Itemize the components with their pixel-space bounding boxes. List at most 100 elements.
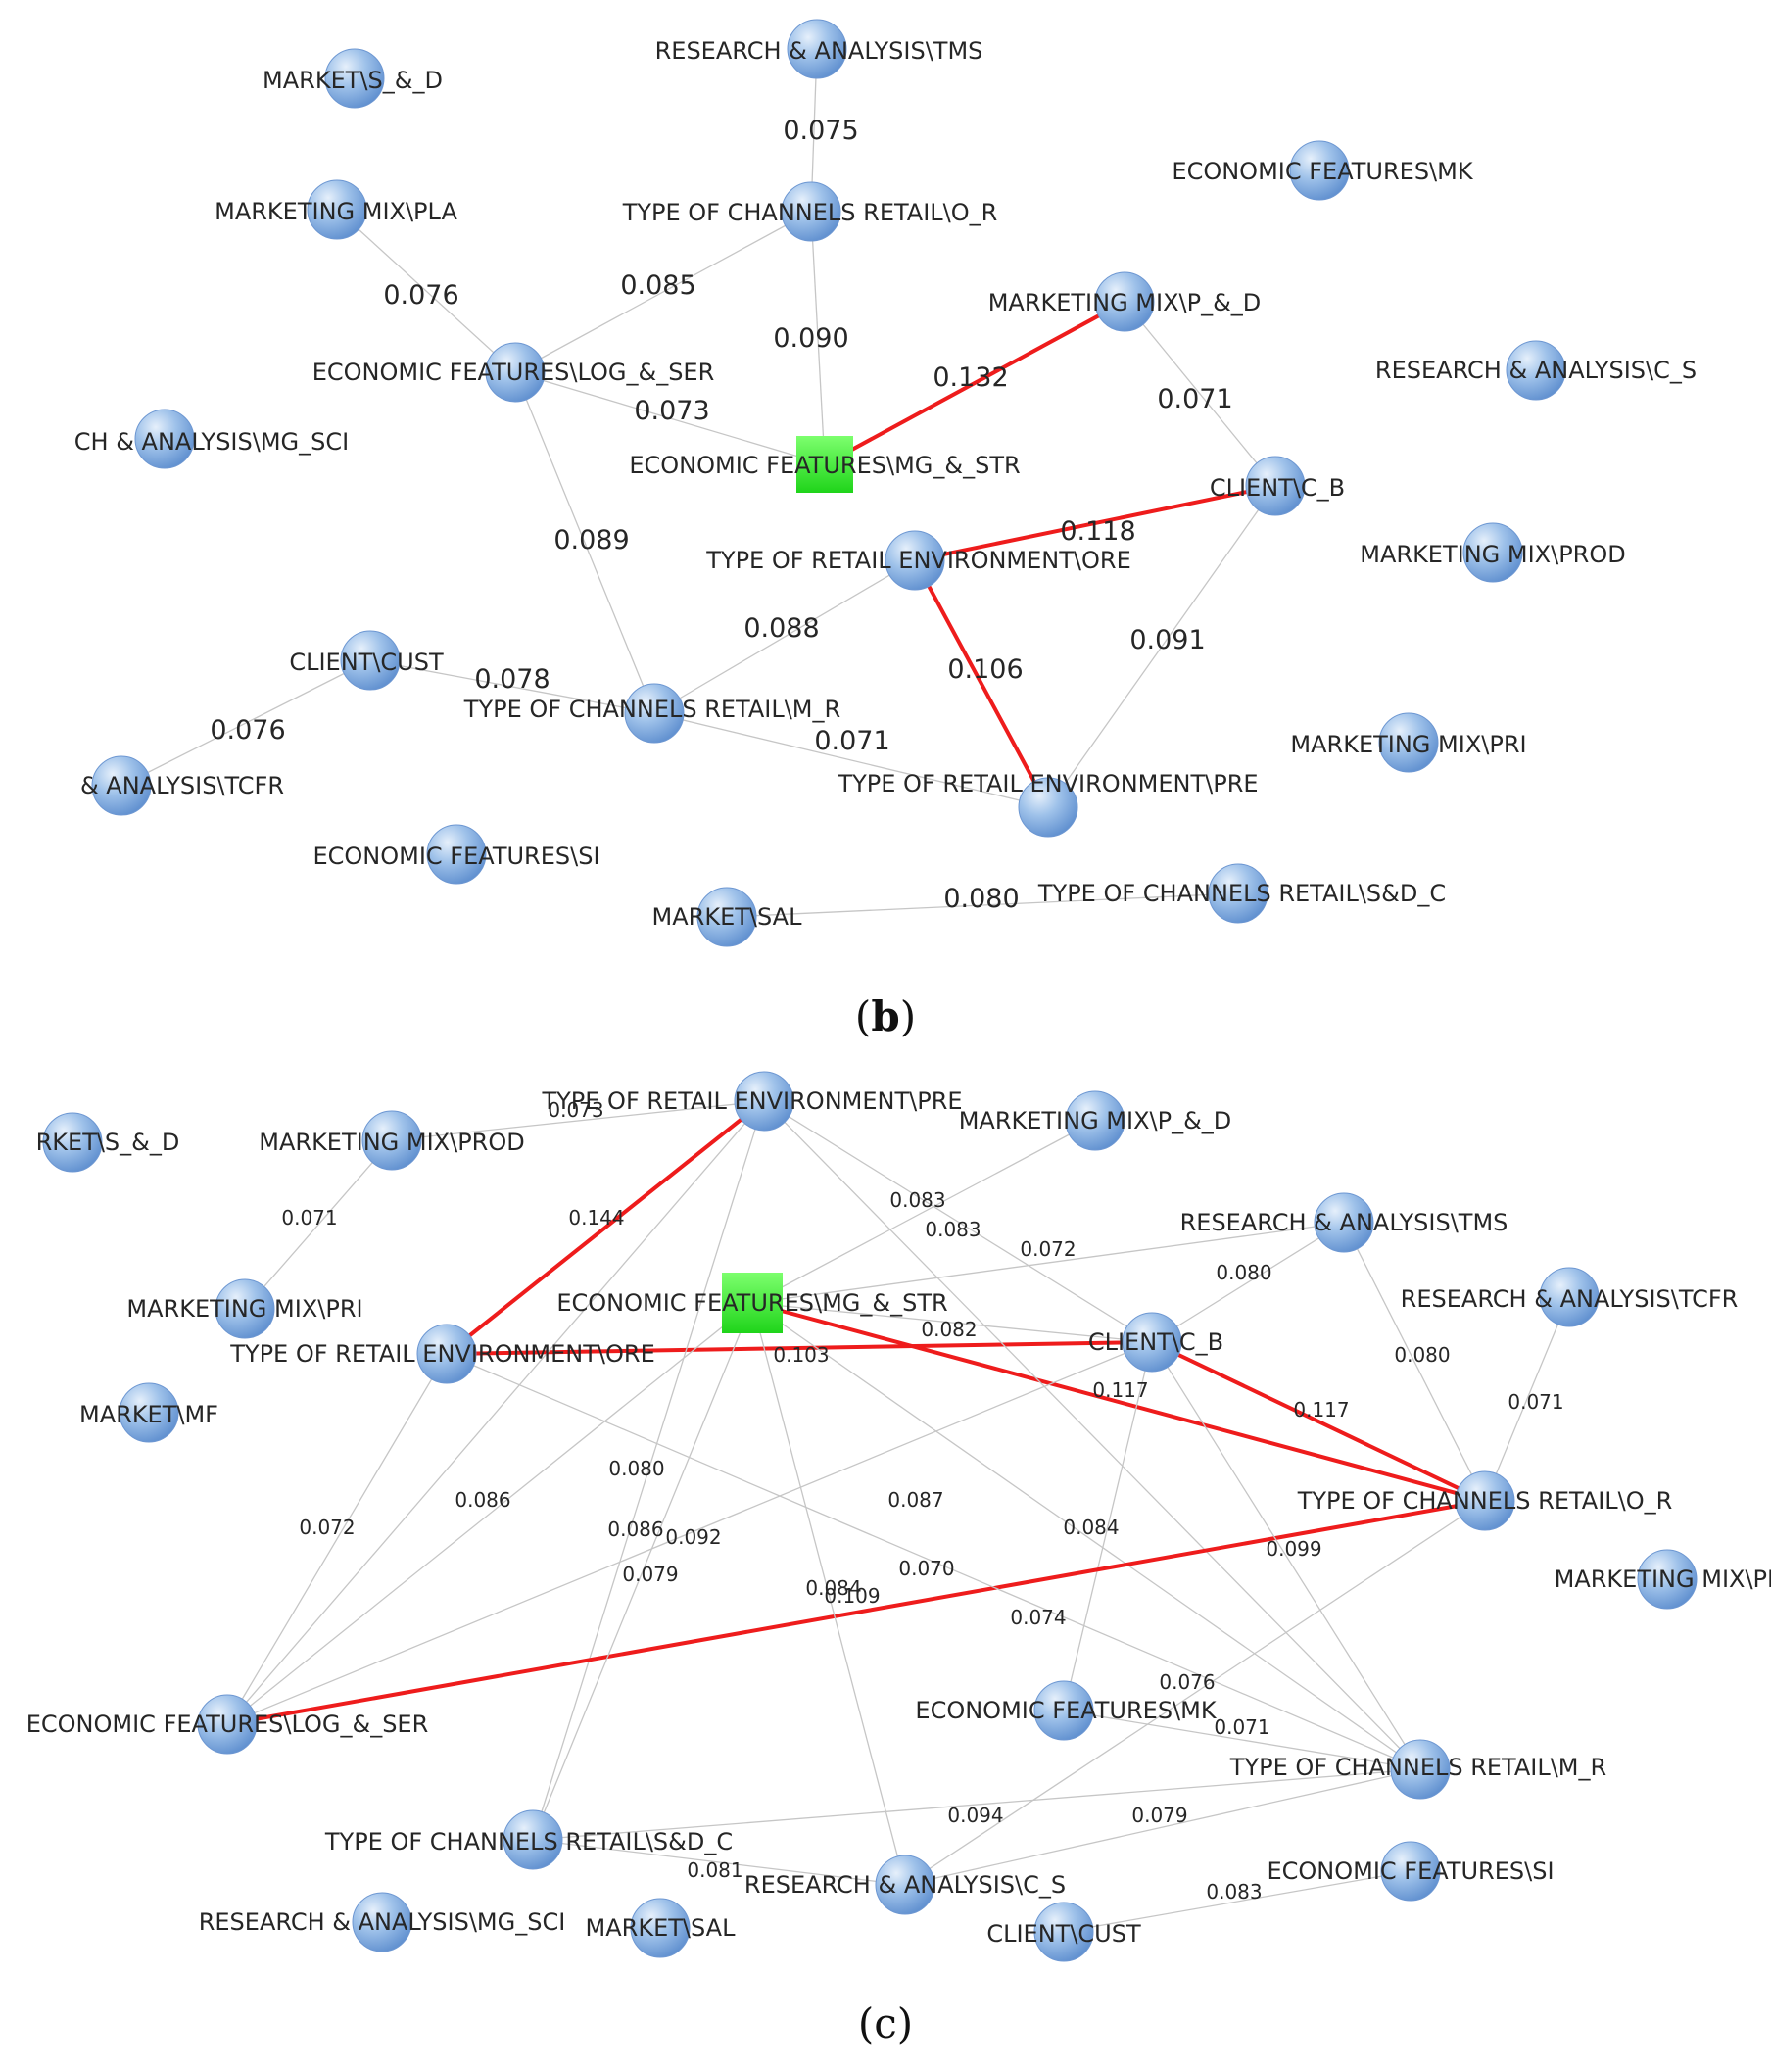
edge-weight-label: 0.084 <box>1063 1516 1119 1539</box>
node-circle-b14 <box>340 630 401 691</box>
edge-b4-b7 <box>336 209 516 373</box>
node-circle-b15 <box>624 683 685 744</box>
edge-weight-label: 0.083 <box>925 1218 981 1241</box>
edge-weight-label: 0.099 <box>1266 1537 1321 1561</box>
node-label-c10: CLIENT\C_B <box>1088 1328 1223 1356</box>
node-label-c12: TYPE OF CHANNELS RETAIL\O_R <box>1297 1487 1673 1515</box>
edge-weight-label: 0.117 <box>1293 1398 1349 1421</box>
node-label-b11: CLIENT\C_B <box>1210 474 1345 502</box>
node-circle-b16 <box>91 755 152 816</box>
edge-weight-label: 0.071 <box>1157 384 1232 414</box>
node-label-c17: TYPE OF CHANNELS RETAIL\S&D_C <box>324 1828 733 1855</box>
node-circle-b17 <box>1018 777 1078 838</box>
node-circle-c17 <box>503 1809 563 1870</box>
edge-weight-label: 0.117 <box>1092 1378 1148 1402</box>
node-circle-b11 <box>1245 456 1306 516</box>
node-label-b13: MARKETING MIX\PROD <box>1360 541 1625 568</box>
edge-b20-b21 <box>726 892 1239 918</box>
edge-c3-c10 <box>763 1100 1153 1343</box>
edge-c2-c6 <box>244 1139 393 1310</box>
node-label-c7: ECONOMIC FEATURES\MG_&_STR <box>556 1289 947 1317</box>
node-label-c21: MARKET\SAL <box>586 1914 737 1942</box>
edge-weight-label: 0.086 <box>607 1518 663 1541</box>
edge-weight-label: 0.092 <box>665 1525 721 1549</box>
node-circle-b12 <box>885 530 945 591</box>
edge-b7-b15 <box>514 371 655 714</box>
edge-b7-b10 <box>514 371 826 465</box>
node-label-c18: ECONOMIC FEATURES\SI <box>1267 1857 1554 1885</box>
edge-c7-c17 <box>532 1302 753 1841</box>
edge-weight-label: 0.083 <box>1206 1880 1262 1903</box>
node-label-b12: TYPE OF RETAIL ENVIRONMENT\ORE <box>705 547 1130 574</box>
edge-weight-label: 0.071 <box>1508 1390 1563 1414</box>
node-label-b9: CH & ANALYSIS\MG_SCI <box>74 428 349 456</box>
node-circle-b6 <box>1094 271 1155 332</box>
edge-weight-label: 0.089 <box>553 525 629 555</box>
node-circle-c22 <box>1033 1902 1094 1962</box>
edge-layer-c <box>226 1099 1570 1933</box>
node-label-b6: MARKETING MIX\P_&_D <box>988 289 1262 316</box>
edge-c8-c12 <box>1484 1296 1570 1502</box>
node-label-b10: ECONOMIC FEATURES\MG_&_STR <box>629 452 1020 479</box>
node-label-b1: MARKET\S_&_D <box>263 67 443 94</box>
edge-b14-b15 <box>369 659 655 714</box>
node-circle-c18 <box>1380 1841 1441 1902</box>
edge-weight-label: 0.088 <box>743 613 819 644</box>
node-label-b15: TYPE OF CHANNELS RETAIL\M_R <box>463 696 840 723</box>
node-label-c20: RESEARCH & ANALYSIS\MG_SCI <box>199 1908 566 1936</box>
node-circle-c6 <box>215 1278 275 1339</box>
node-label-c15: ECONOMIC FEATURES\MK <box>915 1697 1217 1724</box>
edge-weight-label: 0.070 <box>898 1557 954 1580</box>
node-layer-b <box>91 19 1566 947</box>
edge-c7-c12 <box>751 1301 1486 1503</box>
edge-weight-label: 0.071 <box>814 726 889 756</box>
node-label-b20: MARKET\SAL <box>652 903 803 931</box>
edge-weight-label: 0.085 <box>620 270 695 301</box>
edge-b15-b12 <box>653 559 916 714</box>
edge-weight-label: 0.083 <box>889 1188 945 1212</box>
edge-c17-c16 <box>532 1768 1421 1841</box>
node-circle-b18 <box>1378 712 1439 773</box>
node-label-c14: ECONOMIC FEATURES\LOG_&_SER <box>26 1711 429 1738</box>
edge-b12-b17 <box>913 559 1050 808</box>
edge-c7-c16 <box>751 1302 1421 1770</box>
edge-b15-b17 <box>653 712 1049 808</box>
node-circle-c14 <box>197 1694 258 1755</box>
edge-c22-c18 <box>1063 1870 1412 1933</box>
edge-weight-label: 0.144 <box>568 1206 624 1229</box>
edge-c19-c16 <box>904 1768 1421 1886</box>
node-circle-c10 <box>1122 1312 1182 1373</box>
node-label-c19: RESEARCH & ANALYSIS\C_S <box>744 1871 1066 1899</box>
node-label-b16: & ANALYSIS\TCFR <box>80 772 284 799</box>
edge-weight-label: 0.103 <box>773 1343 829 1367</box>
edge-weight-label: 0.080 <box>1216 1261 1271 1284</box>
node-circle-c20 <box>352 1892 412 1952</box>
node-label-c2: MARKETING MIX\PROD <box>259 1129 524 1156</box>
edge-weight-label: 0.090 <box>773 323 848 354</box>
edge-b5-b10 <box>810 211 826 465</box>
edge-b6-b11 <box>1124 301 1276 487</box>
edge-weight-label: 0.109 <box>824 1584 880 1608</box>
edge-c10-c12 <box>1151 1340 1486 1503</box>
node-circle-b8 <box>1506 340 1566 401</box>
edge-weight-label: 0.106 <box>947 654 1023 685</box>
edge-b10-b6 <box>824 300 1125 466</box>
node-circle-c21 <box>630 1898 691 1958</box>
edge-weight-label: 0.081 <box>687 1858 742 1882</box>
edge-b7-b5 <box>514 211 812 373</box>
node-layer-c <box>42 1071 1698 1962</box>
edge-layer-b <box>120 48 1276 918</box>
node-circle-b4 <box>307 179 367 240</box>
node-circle-c8 <box>1539 1267 1600 1327</box>
edge-weight-label: 0.132 <box>933 362 1008 393</box>
node-square-b10 <box>796 436 853 493</box>
node-circle-c5 <box>1314 1192 1374 1253</box>
edge-weight-label: 0.118 <box>1060 516 1135 547</box>
node-label-b17: TYPE OF RETAIL ENVIRONMENT\PRE <box>837 770 1258 797</box>
node-label-b7: ECONOMIC FEATURES\LOG_&_SER <box>312 359 715 386</box>
